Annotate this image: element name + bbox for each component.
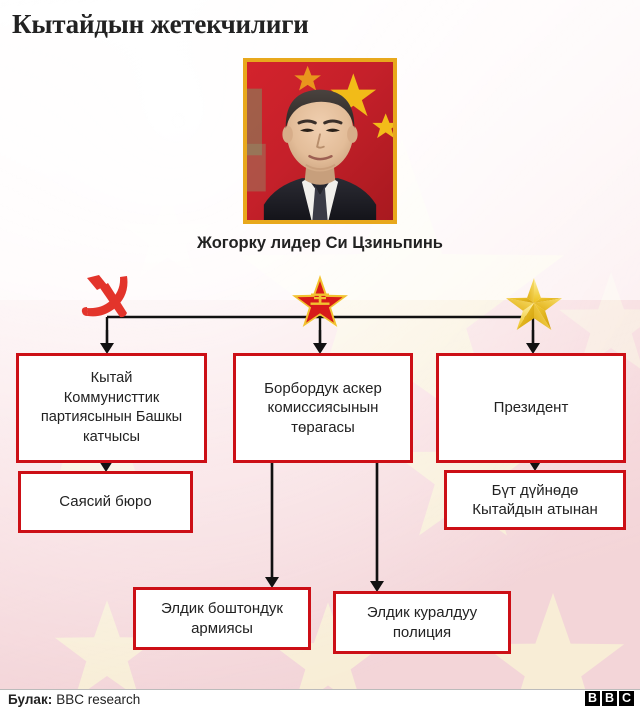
page-title: Кытайдын жетекчилиги	[12, 9, 309, 39]
gold-star-icon	[506, 278, 562, 330]
node-peoples-armed-police-label: Элдик куралдуу полиция	[366, 604, 478, 641]
bbc-logo-letter-1: B	[585, 691, 600, 706]
node-peoples-armed-police: Элдик куралдуу полиция	[333, 591, 511, 654]
node-president-label: Президент	[493, 399, 569, 417]
portrait-photo	[247, 62, 393, 220]
source-value: BBC research	[56, 692, 141, 707]
node-world-representation-label: Бүт дүйнөдө Кытайдын атынан	[472, 481, 598, 519]
bbc-logo-letter-2: B	[602, 691, 617, 706]
node-politburo: Саясий бюро	[18, 471, 193, 533]
node-general-secretary: Кытай Коммунисттик партиясынын Башкы кат…	[16, 353, 207, 463]
footer-bar	[0, 689, 640, 709]
node-politburo-label: Саясий бюро	[59, 493, 152, 511]
hammer-and-sickle-icon	[81, 275, 128, 318]
node-president: Президент	[436, 353, 626, 463]
portrait-xi-jinping	[243, 58, 397, 224]
pla-red-star-icon	[292, 275, 348, 327]
source-label: Булак:	[8, 692, 53, 707]
node-peoples-liberation-army: Элдик боштондук армиясы	[133, 587, 311, 650]
bbc-logo: B B C	[585, 691, 634, 706]
node-general-secretary-label: Кытай Коммунисттик партиясынын Башкы кат…	[40, 370, 183, 445]
bbc-logo-letter-3: C	[619, 691, 634, 706]
node-peoples-liberation-army-label: Элдик боштондук армиясы	[160, 600, 283, 637]
leader-caption: Жогорку лидер Си Цзиньпинь	[197, 234, 443, 252]
node-world-representation: Бүт дүйнөдө Кытайдын атынан	[444, 470, 626, 530]
node-cmc-chairman-label: Борбордук аскер комиссиясынын төрагасы	[264, 379, 382, 436]
source-attribution: Булак:BBC research	[8, 692, 140, 707]
node-cmc-chairman: Борбордук аскер комиссиясынын төрагасы	[233, 353, 413, 463]
